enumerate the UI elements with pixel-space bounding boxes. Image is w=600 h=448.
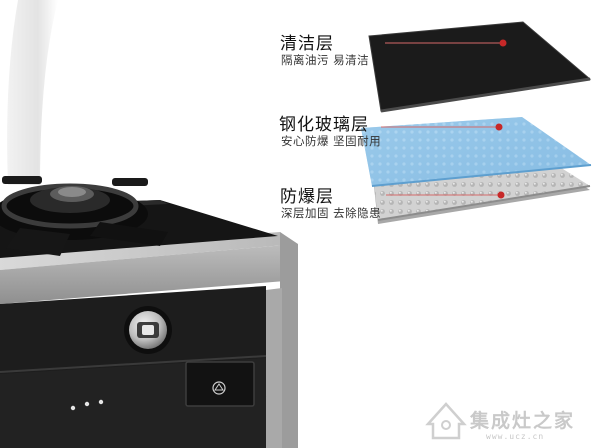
watermark-url: www.ucz.cn — [486, 432, 545, 441]
indicator-light — [70, 405, 76, 411]
cleaning-layer — [369, 22, 590, 111]
layer-subtitle-glass: 安心防爆 坚固耐用 — [281, 134, 382, 148]
lock-icon — [212, 381, 226, 395]
layer-title-explosion: 防爆层 — [280, 187, 334, 207]
range-hood — [7, 0, 59, 185]
layer-subtitle-explosion: 深层加固 去除隐患 — [281, 206, 382, 220]
layer-subtitle-cleaning: 隔离油污 易清洁 — [281, 53, 370, 67]
display-window — [185, 361, 255, 407]
marker-explosion — [497, 191, 505, 199]
marker-cleaning — [499, 39, 507, 47]
watermark-logo — [425, 402, 467, 440]
layer-title-glass: 钢化玻璃层 — [279, 115, 369, 135]
watermark-text: 集成灶之家 — [470, 410, 576, 432]
layer-title-cleaning: 清洁层 — [280, 34, 334, 54]
stove-front-fascia — [0, 244, 298, 304]
marker-glass — [495, 123, 503, 131]
stove-top-frame — [0, 232, 296, 270]
